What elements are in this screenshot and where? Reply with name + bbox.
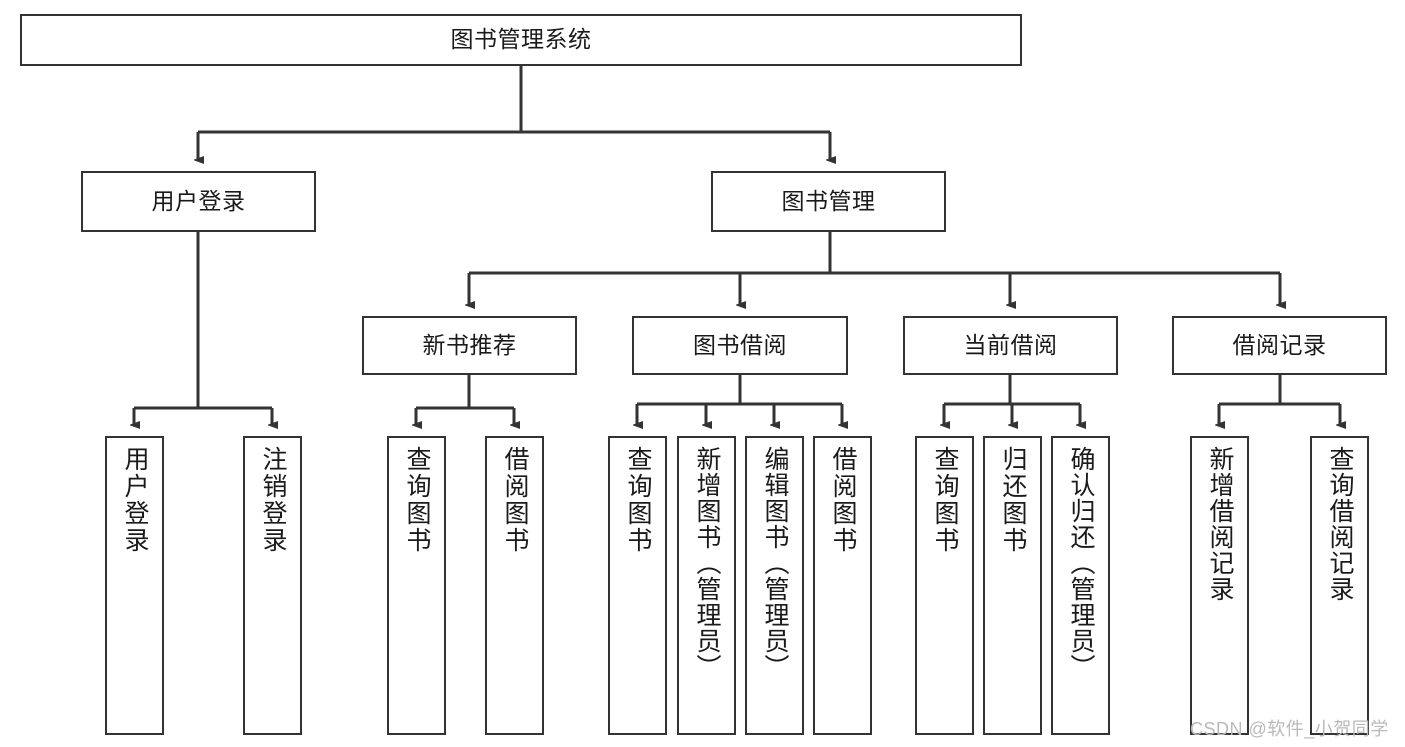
leaf-borrow-book-label: 借阅图书 — [829, 446, 857, 554]
node-new-book-recommend-label: 新书推荐 — [422, 331, 517, 358]
leaf-add-borrow-record[interactable]: 新增借阅记录 — [1190, 436, 1249, 735]
leaf-return-book[interactable]: 归还图书 — [983, 436, 1042, 735]
node-borrow-record-label: 借阅记录 — [1232, 331, 1327, 358]
leaf-query-book-recommend-label: 查询图书 — [403, 446, 431, 554]
node-current-borrow-label: 当前借阅 — [963, 331, 1058, 358]
node-current-borrow[interactable]: 当前借阅 — [903, 316, 1118, 375]
node-root[interactable]: 图书管理系统 — [20, 14, 1022, 66]
leaf-add-book-admin-label: 新增图书（管理员） — [693, 446, 721, 680]
node-user-login-label: 用户登录 — [151, 187, 246, 214]
leaf-query-borrow-record[interactable]: 查询借阅记录 — [1310, 436, 1369, 735]
node-new-book-recommend[interactable]: 新书推荐 — [362, 316, 577, 375]
leaf-query-book-recommend[interactable]: 查询图书 — [387, 436, 446, 735]
leaf-add-book-admin[interactable]: 新增图书（管理员） — [677, 436, 736, 735]
leaf-return-book-label: 归还图书 — [999, 446, 1027, 554]
leaf-user-login-label: 用户登录 — [121, 446, 149, 554]
leaf-confirm-return-admin-label: 确认归还（管理员） — [1067, 446, 1095, 680]
node-book-management[interactable]: 图书管理 — [711, 171, 946, 232]
leaf-query-book-current[interactable]: 查询图书 — [915, 436, 974, 735]
leaf-borrow-book-recommend-label: 借阅图书 — [501, 446, 529, 554]
leaf-edit-book-admin-label: 编辑图书（管理员） — [761, 446, 789, 680]
leaf-edit-book-admin[interactable]: 编辑图书（管理员） — [745, 436, 804, 735]
leaf-user-login[interactable]: 用户登录 — [105, 436, 164, 735]
leaf-confirm-return-admin[interactable]: 确认归还（管理员） — [1051, 436, 1110, 735]
leaf-logout[interactable]: 注销登录 — [243, 436, 302, 735]
leaf-query-borrow-record-label: 查询借阅记录 — [1326, 446, 1354, 602]
leaf-borrow-book-recommend[interactable]: 借阅图书 — [485, 436, 544, 735]
node-book-management-label: 图书管理 — [781, 187, 876, 214]
leaf-query-book-borrow-label: 查询图书 — [624, 446, 652, 554]
leaf-logout-label: 注销登录 — [259, 446, 287, 554]
leaf-query-book-borrow[interactable]: 查询图书 — [608, 436, 667, 735]
node-root-label: 图书管理系统 — [450, 26, 592, 53]
leaf-add-borrow-record-label: 新增借阅记录 — [1206, 446, 1234, 602]
leaf-query-book-current-label: 查询图书 — [931, 446, 959, 554]
node-book-borrow-label: 图书借阅 — [693, 331, 787, 358]
node-user-login[interactable]: 用户登录 — [81, 171, 316, 232]
node-book-borrow[interactable]: 图书借阅 — [632, 316, 848, 375]
leaf-borrow-book[interactable]: 借阅图书 — [813, 436, 872, 735]
node-borrow-record[interactable]: 借阅记录 — [1172, 316, 1387, 375]
watermark: CSDN @软件_小贺同学 — [1190, 719, 1389, 739]
